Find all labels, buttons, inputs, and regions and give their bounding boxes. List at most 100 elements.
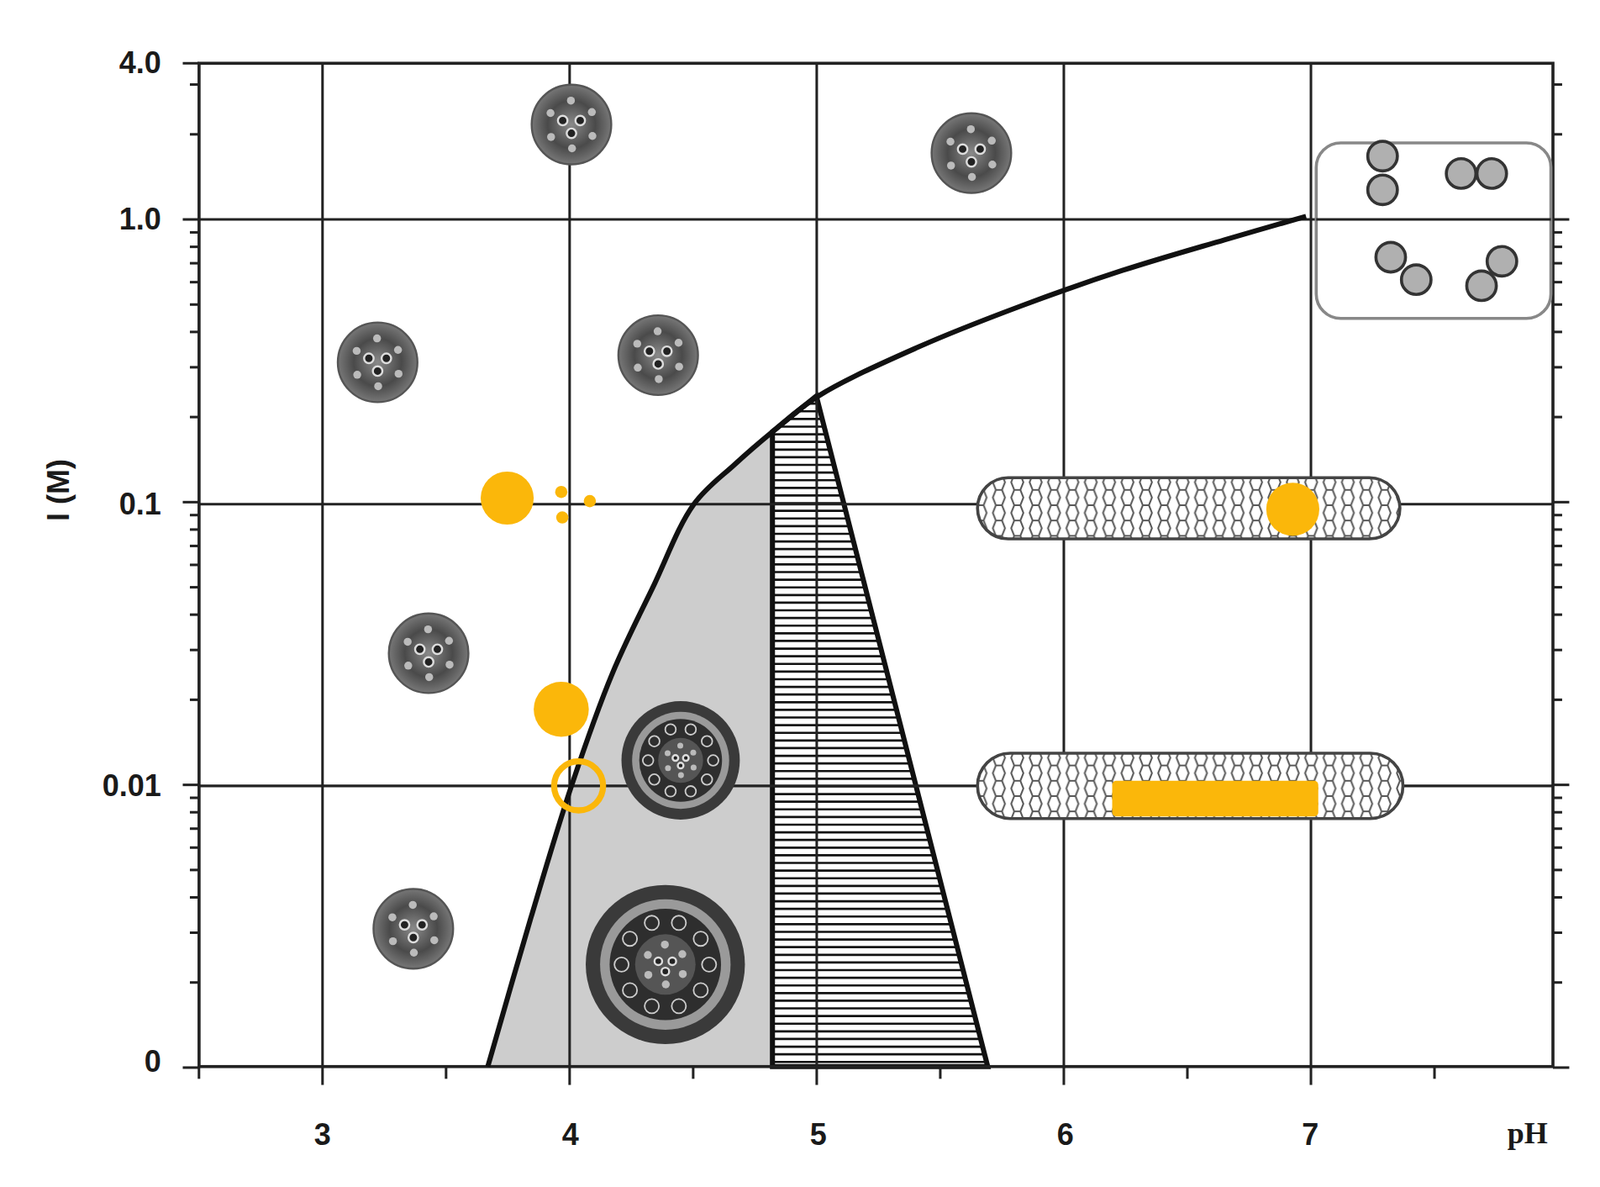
hatch-line: [765, 456, 995, 459]
capsid-dot: [689, 749, 696, 756]
hatch-line: [765, 861, 995, 864]
capsid-dot: [701, 735, 713, 747]
capsid-dot: [690, 763, 697, 770]
hatch-line: [765, 747, 995, 750]
x-tick-label: 7: [1301, 1119, 1319, 1150]
hatch-line: [765, 915, 995, 918]
capsid-shell: [389, 613, 469, 694]
capsid-dot: [373, 382, 382, 390]
capsid-dot: [665, 723, 677, 735]
capsid-dot: [677, 742, 684, 748]
capsid-dot: [678, 772, 685, 779]
capsid-ring: [957, 144, 968, 154]
capsid-ring: [668, 957, 677, 965]
capsid-dot: [445, 660, 453, 669]
y-tick: [1552, 544, 1563, 548]
capsid-dot: [701, 773, 713, 785]
y-tick: [1552, 810, 1563, 814]
hatch-line: [765, 731, 995, 734]
capsid-ring: [417, 919, 427, 929]
hatch-line: [765, 494, 995, 497]
y-tick: [1552, 846, 1563, 849]
y-tick: [1552, 303, 1563, 306]
x-tick: [444, 1066, 448, 1079]
y-tick: [189, 527, 200, 531]
capsid-dot: [685, 785, 697, 797]
capsid-dot: [671, 998, 686, 1013]
hatch-line: [765, 991, 995, 995]
capsid-dot: [678, 949, 686, 958]
hatch-line: [765, 738, 995, 742]
y-tick: [1552, 826, 1563, 830]
y-tick: [189, 245, 200, 248]
capsid-ring: [423, 657, 433, 667]
y-tick: [189, 280, 200, 284]
capsid-ring: [653, 358, 664, 369]
capsid-dot: [968, 173, 976, 181]
data-marker: [1266, 482, 1320, 536]
hatch-line: [765, 884, 995, 888]
hatch-line: [765, 907, 995, 911]
capsid-icon: [621, 700, 741, 820]
nanotube: [977, 477, 1400, 539]
hatch-line: [765, 509, 995, 512]
capsid-icon: [373, 888, 454, 969]
y-tick-label: 0.01: [102, 770, 162, 801]
capsid-dot: [946, 137, 954, 146]
y-tick: [189, 83, 200, 86]
capsid-dot: [701, 957, 716, 972]
capsid-dot: [644, 915, 659, 930]
capsid-dot: [664, 750, 671, 757]
hatch-line: [765, 525, 995, 528]
capsid-dot: [622, 931, 637, 946]
capsid-shell: [931, 113, 1012, 194]
capsid-ring: [373, 366, 383, 376]
capsid-ring: [662, 346, 672, 356]
y-tick: [189, 826, 200, 830]
hatch-line: [765, 853, 995, 857]
y-tick: [1552, 83, 1563, 86]
capsid-ring: [381, 353, 391, 364]
capsid-ring: [415, 644, 425, 654]
nanotube: [977, 752, 1403, 819]
x-tick-label: 6: [1057, 1119, 1074, 1150]
y-tick: [189, 648, 200, 652]
capsid-dot: [445, 636, 453, 645]
y-tick: [1552, 783, 1569, 786]
y-tick: [1552, 796, 1563, 800]
hatch-line: [765, 463, 995, 467]
y-tick: [1552, 698, 1563, 701]
y-tick: [1552, 931, 1563, 934]
grid-line: [568, 63, 571, 1066]
capsid-dot: [987, 136, 995, 145]
hatch-line: [765, 540, 995, 543]
capsid-dot: [967, 125, 975, 133]
y-tick: [1552, 980, 1563, 984]
y-tick: [1552, 585, 1563, 589]
capsid-dot: [389, 936, 397, 945]
capsid-dot: [643, 950, 652, 958]
capsid-shell: [657, 737, 704, 784]
hatch-line: [765, 417, 995, 421]
capsid-shell: [373, 888, 454, 969]
capsid-dot: [665, 785, 677, 797]
capsid-shell: [621, 700, 741, 820]
y-tick: [189, 231, 200, 234]
y-tick: [182, 218, 199, 222]
y-tick: [1552, 868, 1563, 871]
capsid-dot: [588, 108, 596, 116]
capsid-dot: [642, 754, 654, 766]
hatch-line: [765, 815, 995, 819]
capsid-ring: [644, 346, 654, 356]
x-tick: [938, 1066, 942, 1079]
hatch-line: [765, 624, 995, 627]
hatch-line: [765, 777, 995, 780]
capsid-dot: [388, 912, 396, 921]
y-tick: [1552, 563, 1563, 566]
capsid-dot: [674, 338, 683, 347]
hatch-line: [765, 425, 995, 428]
plot-frame: [199, 63, 1553, 1066]
hatch-line: [765, 432, 995, 436]
dimer-subunit: [1466, 270, 1496, 300]
hatch-line: [765, 394, 995, 398]
